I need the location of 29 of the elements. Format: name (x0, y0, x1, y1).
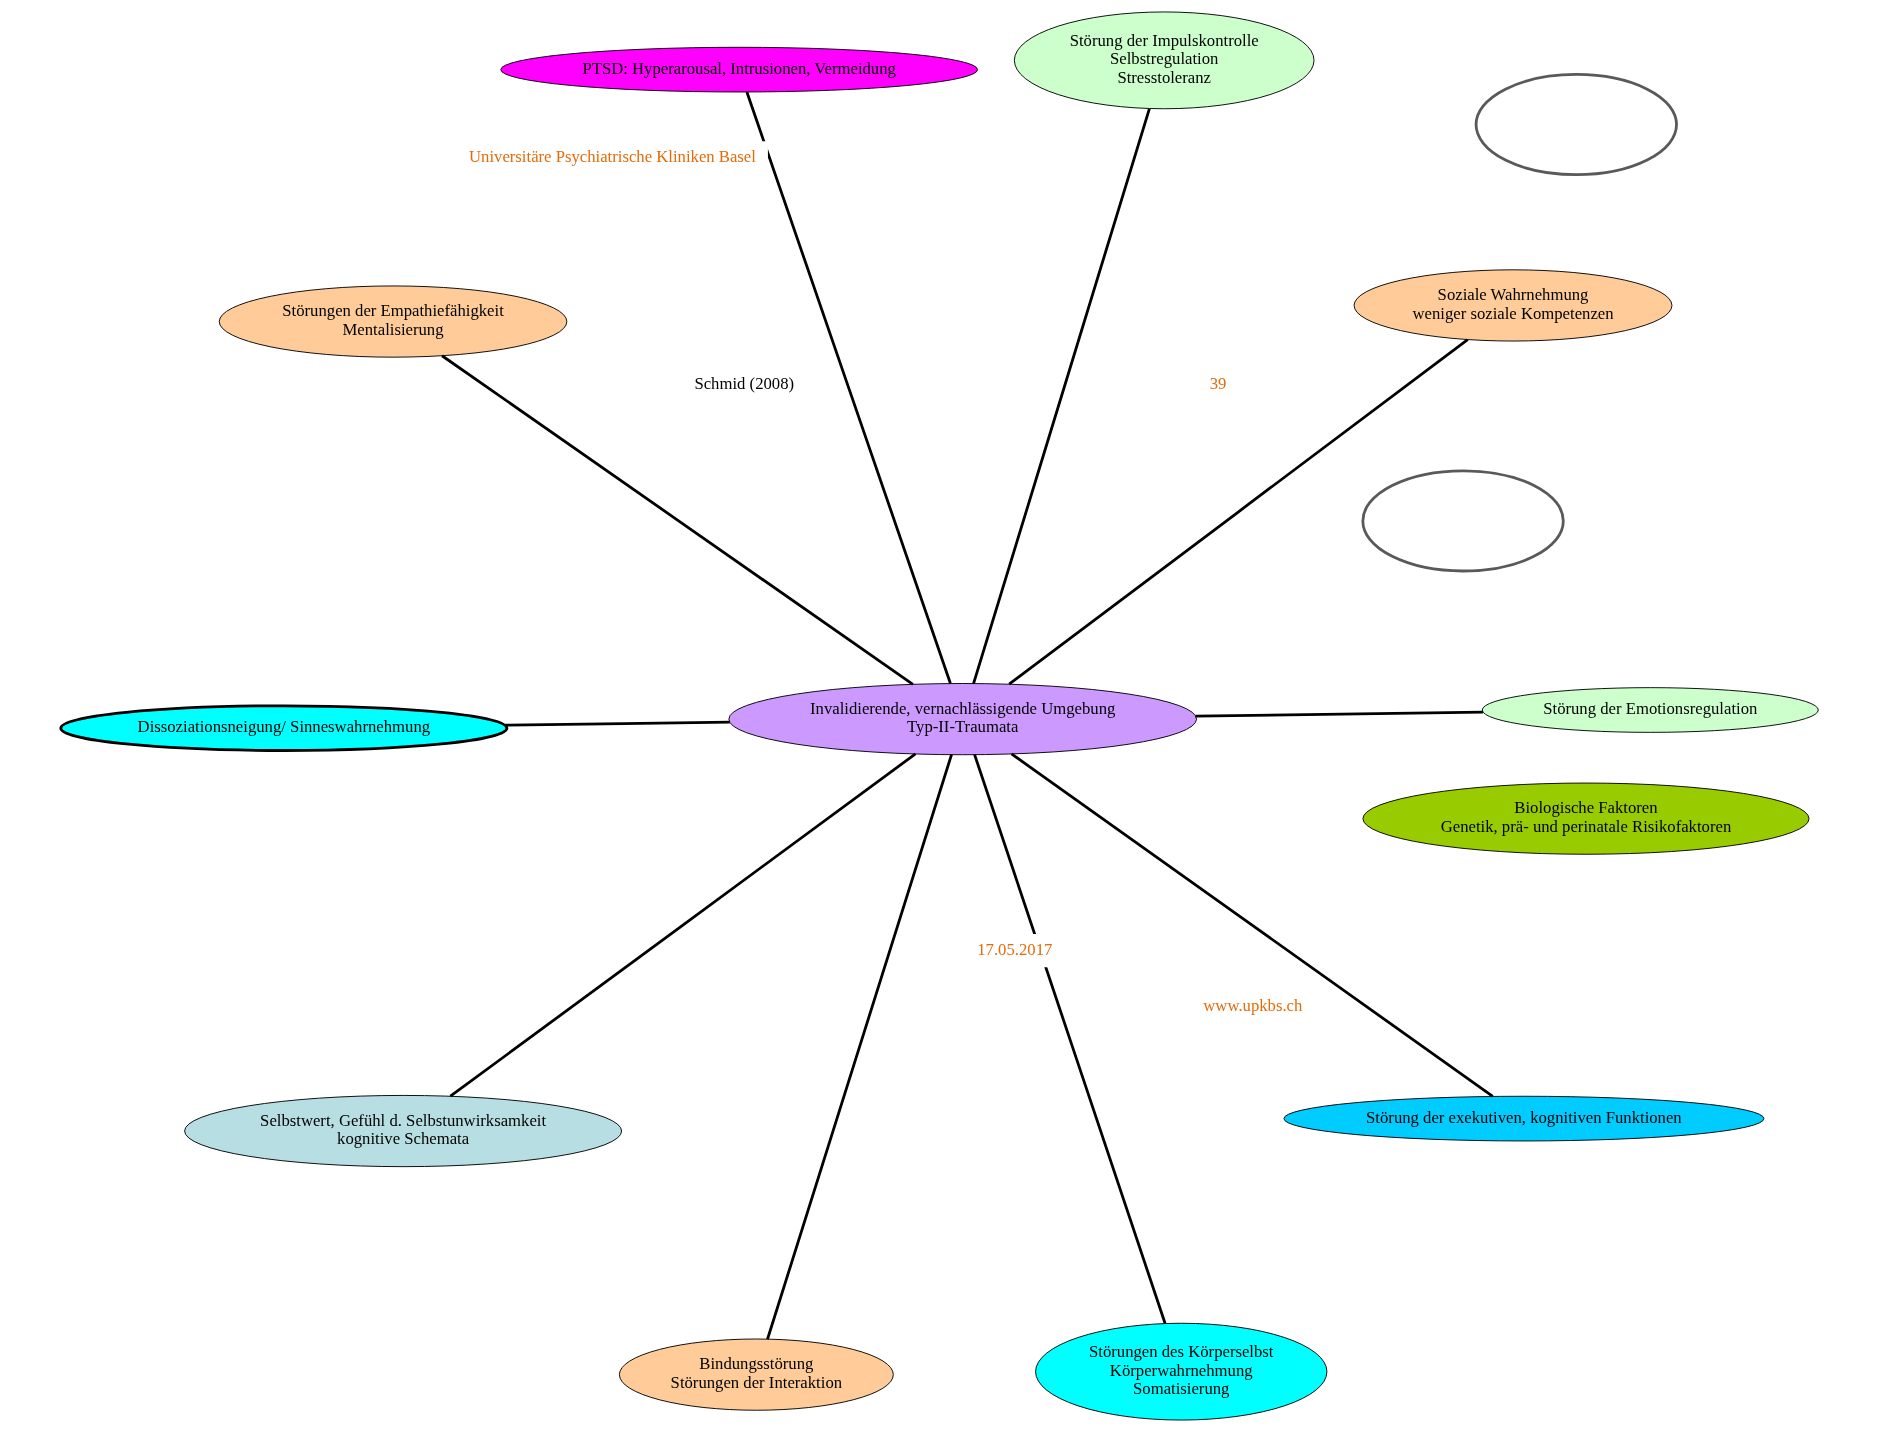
node-ellipse: Soziale Wahrnehmung weniger soziale Kompetenzen (1353, 269, 1672, 342)
node-ellipse: PTSD: Hyperarousal, Intrusionen, Vermeidung (499, 46, 978, 93)
node-ellipse: Störung der Impulskontrolle Selbstregulation Stresstoleranz (1013, 11, 1314, 110)
node-ellipse: Störung der Emotionsregulation (1481, 687, 1819, 733)
label: Schmid (2008) (693, 373, 794, 393)
node-ellipse (1474, 73, 1678, 177)
node-ellipse: Störung der exekutiven, kognitiven Funktionen (1282, 1095, 1764, 1142)
node-ellipse: Dissoziationsneigung/ Sinneswahrnehmung (58, 704, 508, 752)
connector (972, 754, 1166, 1324)
label: 39 (1209, 373, 1226, 393)
node-ellipse: Bindungsstörung Störungen der Interaktion (618, 1338, 894, 1411)
node-ellipse: Invalidierende, vernachlässigende Umgebung Typ-II-Traumata (727, 683, 1197, 756)
label: www.upkbs.ch (1202, 996, 1302, 1016)
node-ellipse: Selbstwert, Gefühl d. Selbstunwirksamkeit kognitive Schemata (183, 1094, 622, 1168)
connector (440, 354, 914, 686)
connector (765, 754, 953, 1340)
connector (1194, 710, 1483, 718)
connector (971, 108, 1151, 685)
node-ellipse: Störungen der Empathiefähigkeit Mentalisierung (218, 285, 567, 358)
node-ellipse: Biologische Faktoren Genetik, prä- und perinatale Risikofaktoren (1361, 782, 1809, 855)
connector (745, 91, 952, 684)
connector (504, 720, 730, 727)
connector (1007, 338, 1468, 686)
connector (1010, 752, 1494, 1098)
node-ellipse: Störungen des Körperselbst Körperwahrnehmung Somatisierung (1034, 1322, 1327, 1421)
connector (449, 752, 916, 1098)
label: Universitäre Psychiatrische Kliniken Basel (468, 147, 756, 167)
node-ellipse (1360, 469, 1565, 573)
label: 17.05.2017 (976, 939, 1052, 959)
